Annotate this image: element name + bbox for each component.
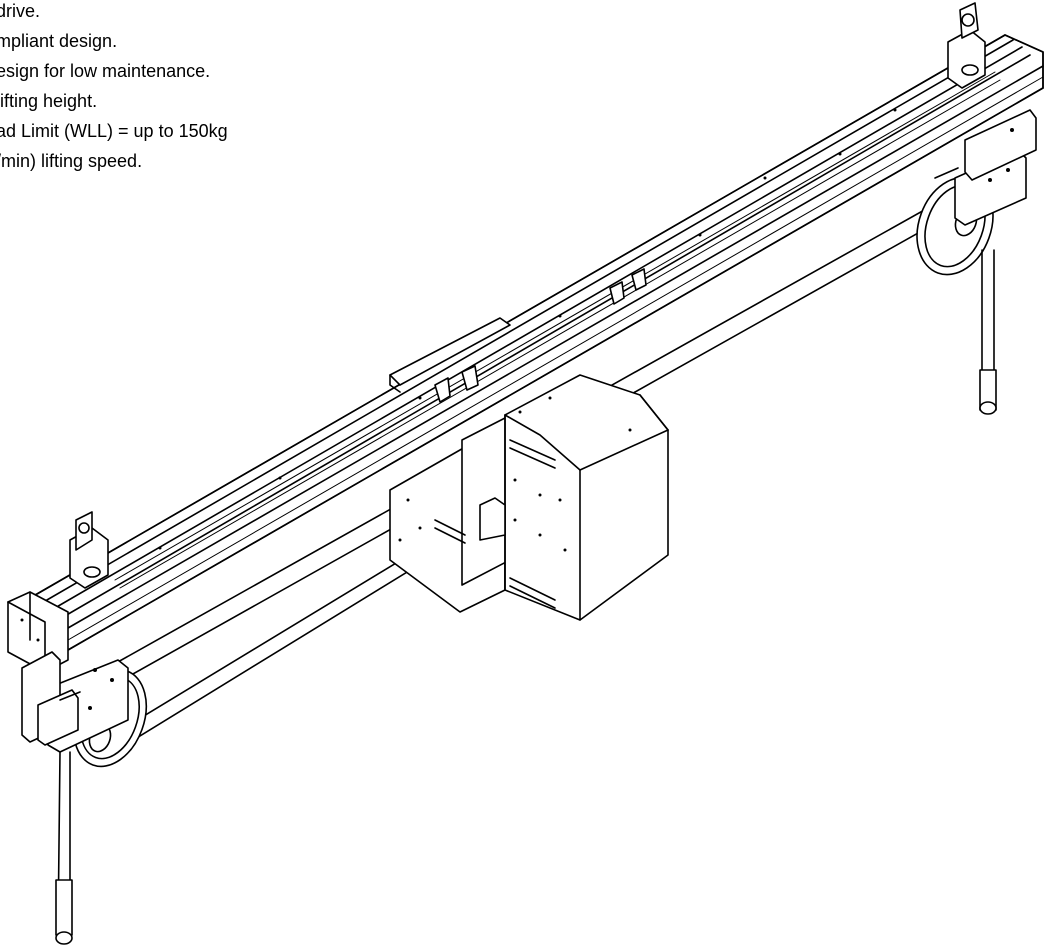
lifting-eye-left: [69, 511, 109, 589]
feature-item: drive.: [0, 1, 41, 21]
feature-item: /min) lifting speed.: [0, 151, 143, 171]
pulley-left: [21, 651, 148, 768]
feature-item: lifting height.: [0, 91, 98, 111]
top-carriage: [389, 268, 647, 403]
beam-rivets: [158, 108, 897, 550]
feature-item: mpliant design.: [0, 31, 118, 51]
feature-list: drive. mpliant design. esign for low mai…: [0, 0, 228, 176]
lift-belt-right: [979, 249, 997, 415]
lift-belt-left: [55, 751, 73, 945]
motor-housing: [389, 374, 669, 621]
lifting-eye-right: [947, 2, 986, 89]
feature-item: esign for low maintenance.: [0, 61, 211, 81]
pulley-right: [916, 109, 1037, 276]
feature-item: ad Limit (WLL) = up to 150kg: [0, 121, 228, 141]
